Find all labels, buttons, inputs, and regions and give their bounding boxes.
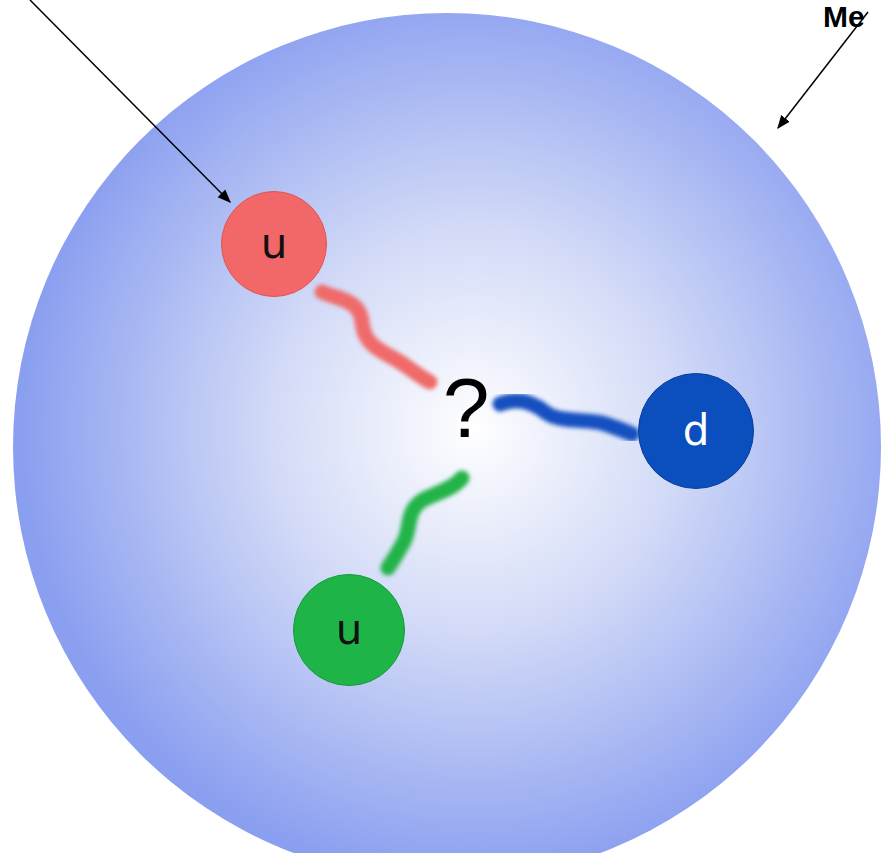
gluon-string: [388, 478, 462, 568]
quark-circle: u: [293, 574, 405, 686]
gluon-string: [322, 292, 430, 382]
quark-circle: u: [221, 191, 327, 297]
quark-fill: [222, 192, 327, 297]
quark-label: u: [261, 223, 288, 265]
proton-body: [13, 13, 881, 853]
question-mark: ?: [443, 366, 490, 450]
quark-fill: [294, 575, 405, 686]
quark-fill: [639, 374, 754, 489]
quark-label: d: [683, 410, 710, 452]
gluon-string: [500, 401, 632, 434]
title-fragment: Me: [823, 2, 865, 32]
quark-circle: d: [638, 373, 754, 489]
quark-label: u: [336, 609, 363, 651]
leader-line: [30, 0, 230, 202]
